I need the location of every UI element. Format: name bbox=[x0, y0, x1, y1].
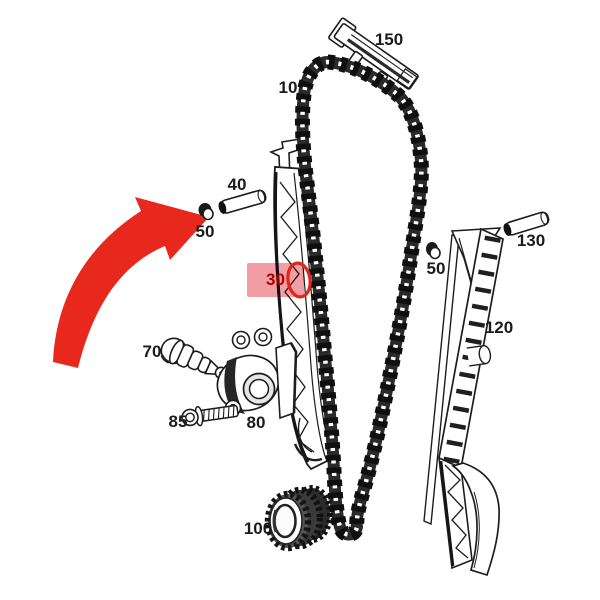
bolt-85 bbox=[181, 404, 239, 427]
callout-40: 40 bbox=[227, 175, 247, 194]
callout-150: 150 bbox=[374, 30, 404, 49]
callout-100: 100 bbox=[243, 519, 273, 538]
right-guide-rail-120 bbox=[423, 227, 504, 577]
pin-40 bbox=[218, 189, 267, 214]
tensioner-plunger-70 bbox=[160, 337, 228, 380]
callout-120: 120 bbox=[484, 318, 514, 337]
callout-10: 10 bbox=[278, 78, 298, 97]
highlight-ellipse-30 bbox=[286, 261, 312, 299]
tensioner-housing-80 bbox=[216, 327, 298, 420]
callout-70: 70 bbox=[142, 342, 162, 361]
callout-130: 130 bbox=[516, 231, 546, 250]
callout-50-left: 50 bbox=[195, 222, 215, 241]
timing-chain-10 bbox=[294, 54, 429, 542]
callout-50-right: 50 bbox=[426, 259, 446, 278]
bushing-50-right bbox=[426, 242, 441, 260]
crankshaft-sprocket-100 bbox=[264, 485, 333, 552]
red-arrow bbox=[53, 197, 209, 368]
callout-30-highlighted: 30 bbox=[266, 270, 285, 289]
callout-85: 85 bbox=[168, 412, 188, 431]
pin-130 bbox=[503, 211, 550, 236]
callout-80: 80 bbox=[246, 413, 266, 432]
bushing-50-left bbox=[198, 203, 214, 221]
